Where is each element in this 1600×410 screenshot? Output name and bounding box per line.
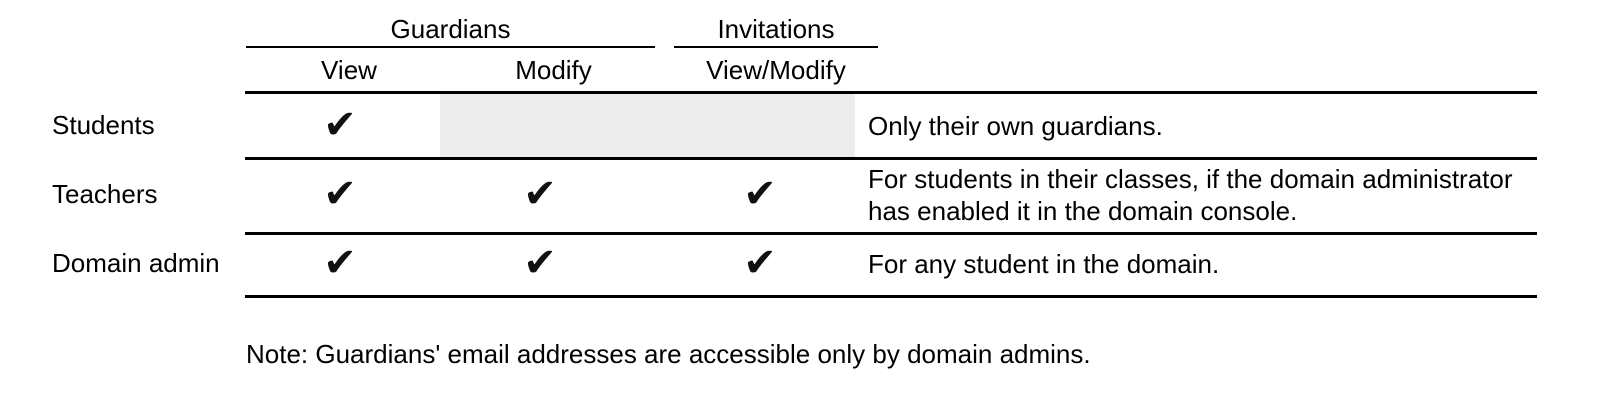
column-header-invitations-view-modify: View/Modify [706, 55, 846, 85]
table-row-label-domain-admin: Domain admin [52, 248, 220, 278]
column-group-header-invitations: Invitations [717, 14, 835, 44]
check-icon-domain-admin-guardians-view: ✔ [323, 240, 357, 286]
table-row-label-students: Students [52, 110, 155, 140]
check-icon-teachers-invitations-view-modify: ✔ [743, 171, 777, 217]
table-cell-notes-students: Only their own guardians. [868, 111, 1163, 141]
check-icon-teachers-guardians-modify: ✔ [523, 171, 557, 217]
table-rule-bottom [245, 295, 1537, 298]
footnote-text: Note: Guardians' email addresses are acc… [246, 339, 1091, 369]
check-icon-domain-admin-guardians-modify: ✔ [523, 240, 557, 286]
table-rule-header-bottom [245, 91, 1537, 94]
column-header-guardians-modify: Modify [515, 55, 592, 85]
check-icon-students-guardians-view: ✔ [323, 102, 357, 148]
check-icon-domain-admin-invitations-view-modify: ✔ [743, 240, 777, 286]
table-rule-teachers-bottom [245, 232, 1537, 235]
check-icon-teachers-guardians-view: ✔ [323, 171, 357, 217]
table-cell-notes-domain-admin: For any student in the domain. [868, 249, 1220, 279]
column-group-header-guardians: Guardians [390, 14, 511, 44]
column-header-guardians-view: View [321, 55, 377, 85]
column-group-rule-guardians [246, 46, 655, 48]
column-group-rule-invitations [674, 46, 878, 48]
table-rule-students-bottom [245, 157, 1537, 160]
table-cell-notes-teachers: For students in their classes, if the do… [868, 164, 1513, 226]
table-row-label-teachers: Teachers [52, 179, 158, 209]
table-cell-students-unavailable [440, 94, 855, 157]
